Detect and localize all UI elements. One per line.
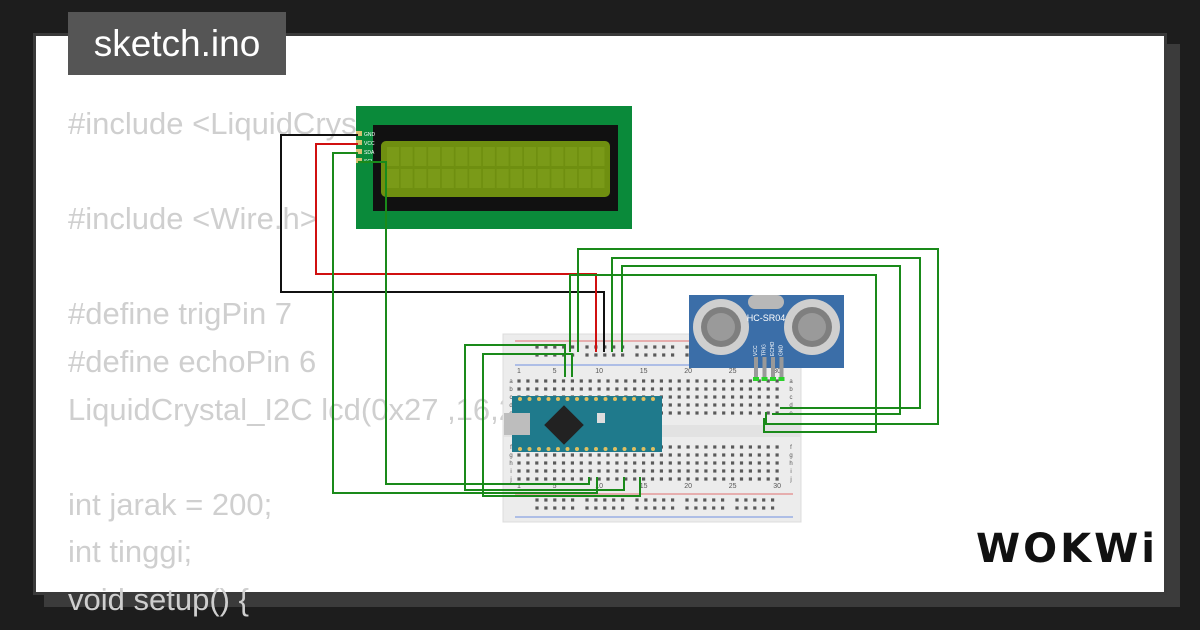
code-line: void setup() { [68,581,249,617]
code-line: #define trigPin 7 [68,296,293,332]
breadboard-row-letter: f [790,445,792,451]
breadboard-column-number: 5 [553,368,557,375]
card-shadow-bottom [44,595,1180,607]
lcd-pin-label: SDA [364,150,375,156]
wokwi-logo: WOKWi [976,526,1158,572]
arduino-nano [504,396,662,452]
breadboard-row-letter: d [789,403,792,409]
breadboard-column-number: 20 [684,483,692,490]
breadboard-column-number: 5 [553,483,557,490]
breadboard-row-letter: i [510,469,511,475]
breadboard-row-letter: c [510,395,513,401]
breadboard-column-number: 10 [595,368,603,375]
code-line: #define echoPin 6 [68,343,317,379]
breadboard-row-letter: h [789,461,792,467]
wires [280,134,939,497]
breadboard-row-letter: i [790,469,791,475]
breadboard-row-letter: g [509,453,512,459]
card-shadow-right [1167,44,1180,607]
code-line: int jarak = 200; [68,486,273,522]
breadboard-row-letter: h [509,461,512,467]
code-line: #include <Wire.h> [68,201,318,237]
breadboard-row-letter: g [789,453,792,459]
breadboard-row-letter: f [510,445,512,451]
breadboard-row-letter: j [509,477,511,483]
lcd-pin-label: VCC [364,141,375,147]
breadboard-row-letter: j [789,477,791,483]
sensor-pin-label: ECHO [770,341,776,356]
breadboard-column-number: 30 [773,368,781,375]
breadboard-column-number: 30 [773,483,781,490]
breadboard-row-letter: b [789,387,793,393]
breadboard-column-number: 1 [517,368,521,375]
breadboard-column-number: 15 [640,368,648,375]
breadboard-row-letter: a [789,379,793,385]
wire-vcc [315,143,597,352]
breadboard-column-number: 25 [729,368,737,375]
breadboard-column-number: 10 [595,483,603,490]
code-line: int tinggi; [68,534,193,570]
wire-gnd [280,134,605,352]
breadboard-row-letter: d [509,403,512,409]
wire-sda [332,152,598,494]
sensor-pin-label: GND [779,345,785,357]
breadboard-column-number: 25 [729,483,737,490]
sensor-pin-label: TRIG [762,344,768,356]
sensor-pin-label: VCC [753,345,759,356]
breadboard-row-letter: a [509,379,513,385]
code-line: LiquidCrystal_I2C lcd(0x27 ,16,2); [68,391,535,427]
breadboard-column-number: 1 [517,483,521,490]
lcd-pin-label: GND [364,132,376,138]
sketch-title: sketch.ino [68,12,286,75]
breadboard-row-letter: c [790,395,793,401]
sensor-label: HC-SR04 [747,313,786,323]
breadboard-column-number: 15 [640,483,648,490]
breadboard-row-letter: b [509,387,513,393]
breadboard-column-number: 20 [684,368,692,375]
wire-scl [358,161,590,485]
